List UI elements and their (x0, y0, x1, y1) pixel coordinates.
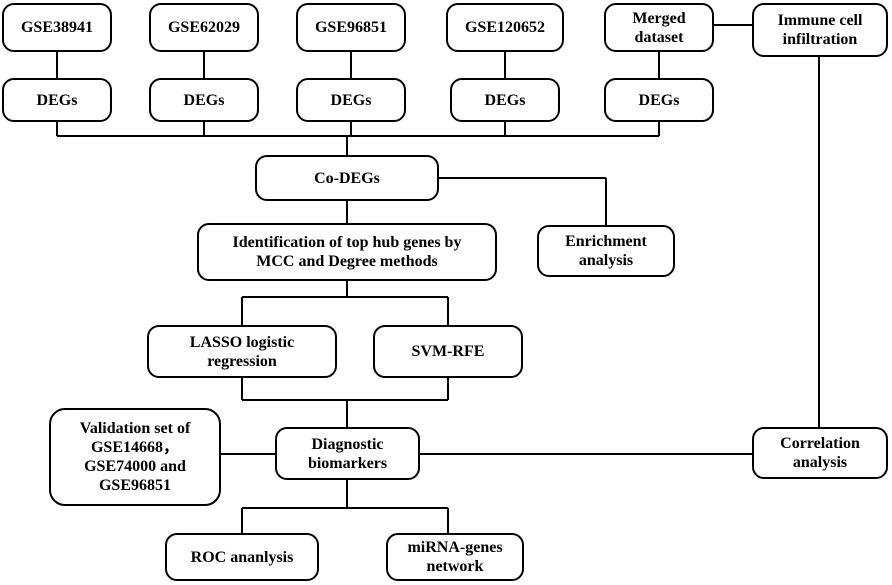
node-gse96851: GSE96851 (296, 3, 406, 52)
node-svm-rfe: SVM-RFE (373, 325, 523, 378)
node-co-degs: Co-DEGs (255, 155, 439, 201)
node-label: Validation set of GSE14668， GSE74000 and… (79, 420, 191, 494)
node-gse62029: GSE62029 (149, 3, 259, 52)
node-label: Co-DEGs (314, 169, 380, 187)
node-degs-4: DEGs (450, 78, 560, 122)
node-label: DEGs (484, 91, 526, 109)
node-diagnostic-biomarkers: Diagnostic biomarkers (275, 427, 420, 480)
node-label: GSE120652 (464, 19, 545, 36)
node-label: DEGs (36, 91, 78, 109)
node-degs-3: DEGs (296, 78, 406, 122)
node-label: LASSO logistic regression (189, 333, 295, 370)
node-degs-5: DEGs (604, 78, 714, 122)
node-label: Correlation analysis (780, 435, 860, 471)
node-label: Immune cell infiltration (777, 12, 863, 48)
node-immune-cell-infiltration: Immune cell infiltration (752, 3, 888, 57)
node-gse120652: GSE120652 (446, 3, 564, 52)
node-label: Identification of top hub genes by MCC a… (232, 234, 462, 270)
node-label: miRNA-genes network (407, 539, 503, 575)
node-label: Enrichment analysis (565, 233, 647, 269)
node-label: DEGs (638, 91, 680, 109)
node-label: DEGs (183, 91, 225, 109)
node-correlation-analysis: Correlation analysis (752, 427, 888, 479)
node-gse38941: GSE38941 (2, 3, 112, 52)
node-degs-2: DEGs (149, 78, 259, 122)
node-validation-set: Validation set of GSE14668， GSE74000 and… (49, 408, 221, 506)
node-enrichment-analysis: Enrichment analysis (537, 225, 675, 277)
node-label: ROC ananlysis (190, 548, 294, 566)
node-lasso-regression: LASSO logistic regression (147, 325, 337, 378)
node-merged-dataset: Merged dataset (604, 3, 714, 52)
node-label: SVM-RFE (411, 343, 485, 360)
node-label: Diagnostic biomarkers (307, 435, 388, 472)
node-label: GSE38941 (20, 19, 93, 36)
node-label: GSE96851 (314, 19, 387, 36)
node-label: DEGs (330, 91, 372, 109)
node-hub-gene-identification: Identification of top hub genes by MCC a… (197, 223, 497, 281)
node-label: GSE62029 (167, 19, 240, 36)
node-mirna-genes-network: miRNA-genes network (386, 533, 524, 581)
node-label: Merged dataset (632, 9, 686, 46)
node-degs-1: DEGs (2, 78, 112, 122)
node-roc-analysis: ROC ananlysis (165, 533, 319, 581)
